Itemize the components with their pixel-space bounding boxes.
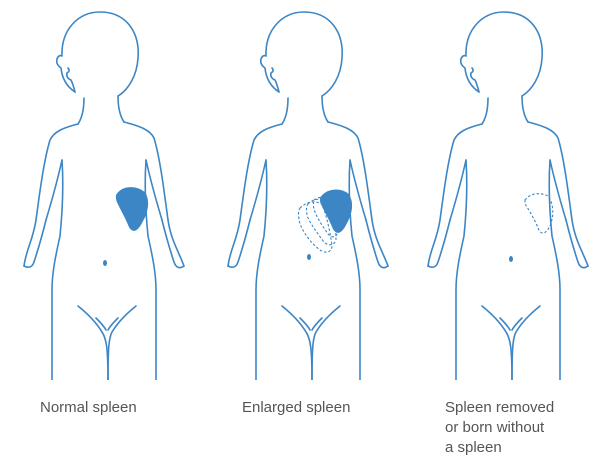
spleen-enlarged — [320, 190, 351, 232]
caption-normal-spleen: Normal spleen — [40, 398, 137, 418]
child-outline-absent — [408, 0, 612, 380]
child-outline-normal — [0, 0, 204, 380]
navel — [307, 254, 311, 260]
child-outline-enlarged — [204, 0, 408, 380]
spleen-absent-outline — [525, 194, 553, 233]
spleen-normal — [116, 188, 147, 231]
figure-normal-spleen — [0, 0, 204, 380]
caption-absent-spleen: Spleen removed or born without a spleen — [445, 398, 554, 458]
figure-enlarged-spleen — [204, 0, 408, 380]
figure-absent-spleen — [408, 0, 612, 380]
navel — [509, 256, 513, 262]
caption-enlarged-spleen: Enlarged spleen — [242, 398, 350, 418]
navel — [103, 260, 107, 266]
